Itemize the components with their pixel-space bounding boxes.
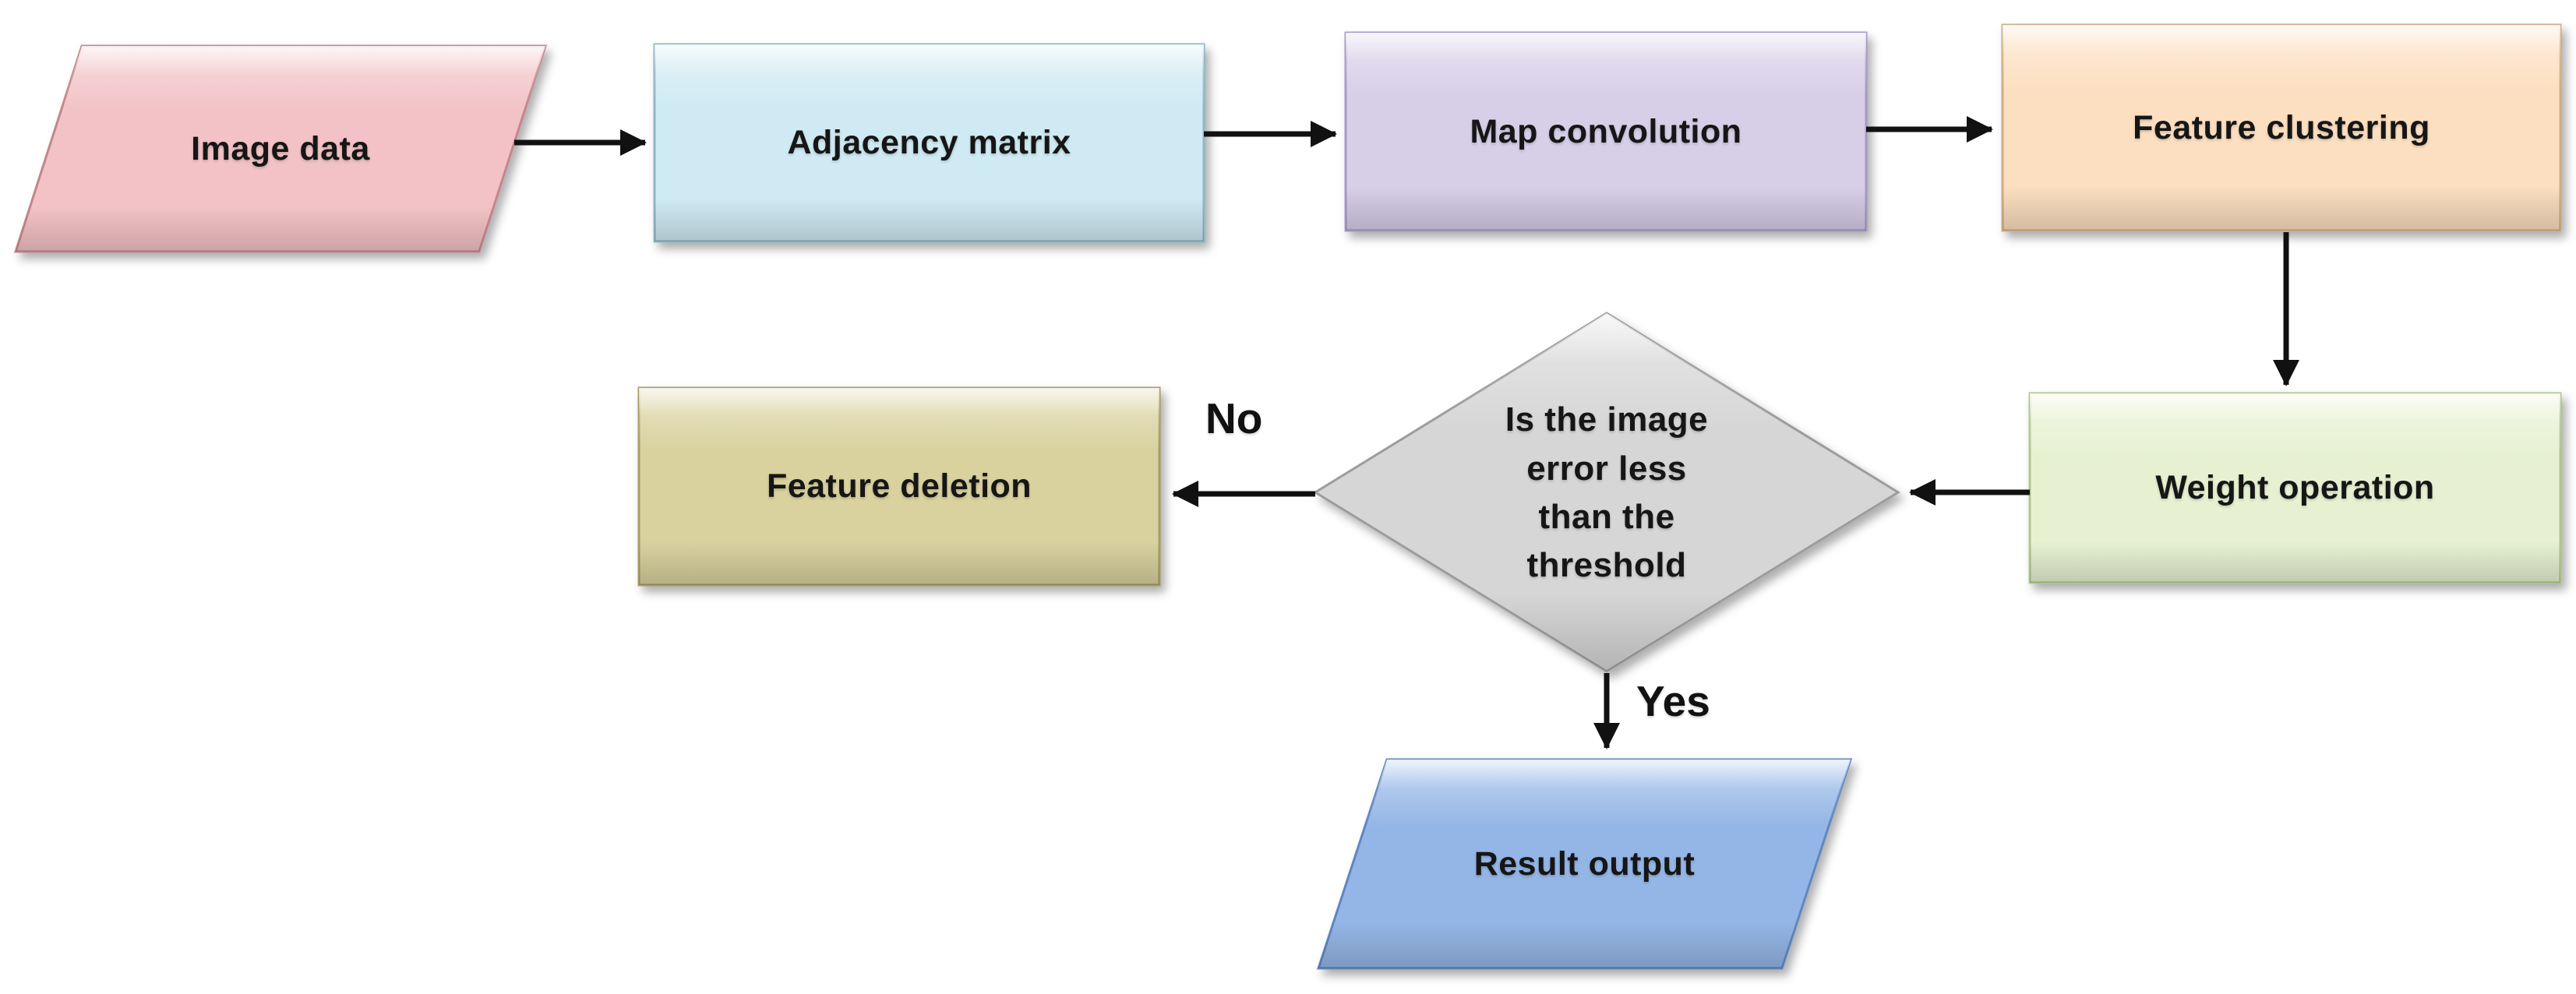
diamond-decision <box>1313 312 1900 673</box>
node-decision-diamond <box>1313 312 1900 673</box>
rect-feature-deletion <box>637 386 1161 587</box>
node-image-data <box>13 44 548 253</box>
node-feature-deletion <box>637 386 1161 587</box>
rect-weight-operation <box>2028 392 2562 584</box>
node-feature-clustering <box>2001 23 2562 232</box>
node-map-convolution <box>1344 31 1868 232</box>
node-result-output <box>1316 758 1853 970</box>
rect-map-convolution <box>1344 31 1868 232</box>
parallelogram-image-data <box>13 44 548 253</box>
rect-feature-clustering <box>2001 23 2562 232</box>
node-weight-operation <box>2028 392 2562 584</box>
node-adjacency-matrix <box>653 43 1205 243</box>
parallelogram-result-output <box>1316 758 1853 970</box>
rect-adjacency-matrix <box>653 43 1205 243</box>
